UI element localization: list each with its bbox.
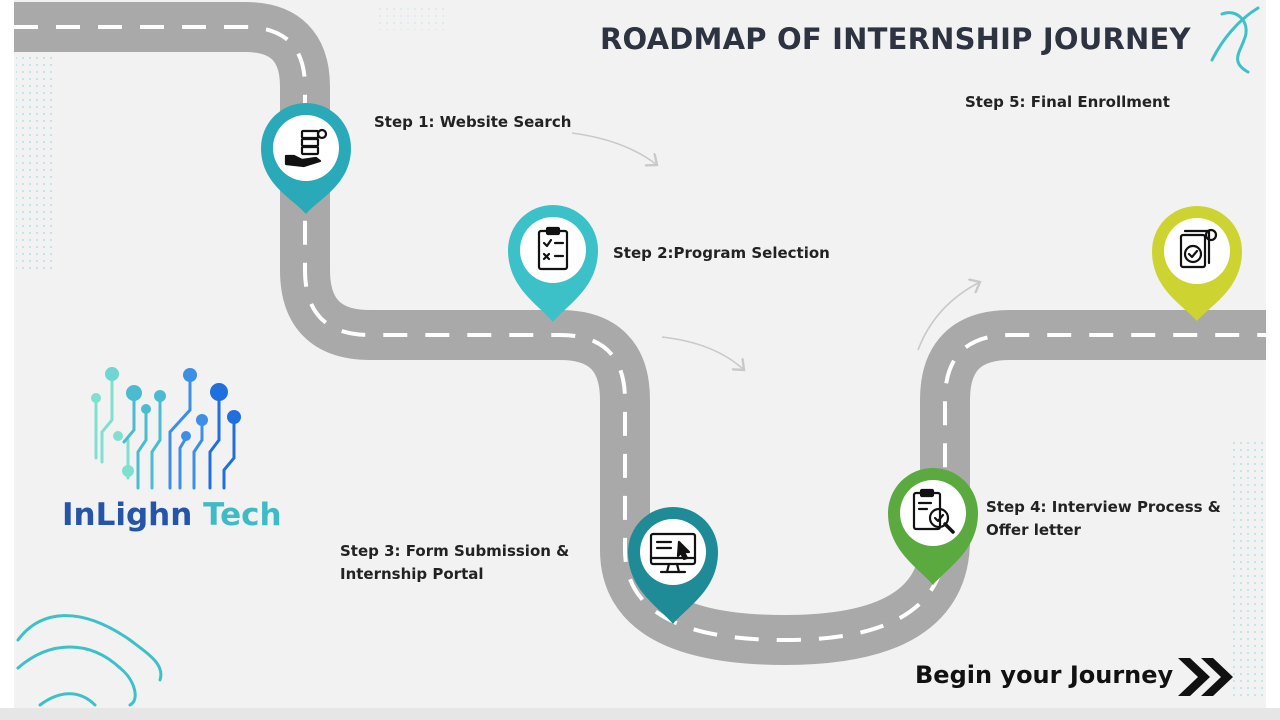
hand-server-gear-icon xyxy=(284,128,328,168)
step-2-pin xyxy=(508,205,598,322)
clipboard-magnifier-icon xyxy=(912,488,955,534)
double-chevron-right-icon xyxy=(1178,658,1233,696)
bottom-border xyxy=(0,708,1280,720)
brand-name-part-2: Tech xyxy=(203,497,282,533)
step-3-label: Step 3: Form Submission & Internship Por… xyxy=(340,542,570,583)
page-title: ROADMAP OF INTERNSHIP JOURNEY xyxy=(600,22,1191,56)
brand-name: InLighn Tech xyxy=(62,497,282,533)
step-5-pin xyxy=(1152,206,1242,321)
checklist-clipboard-icon xyxy=(537,226,569,271)
begin-journey-text: Begin your Journey xyxy=(915,661,1174,689)
step-2-label: Step 2:Program Selection xyxy=(613,244,830,262)
swirl-decoration-bottom-left xyxy=(16,614,163,707)
inlighn-tech-logo xyxy=(91,367,241,490)
step-3-pin xyxy=(628,507,718,624)
dot-pattern-top xyxy=(375,5,445,30)
curved-arrow-3 xyxy=(917,282,980,351)
step-1-label: Step 1: Website Search xyxy=(374,113,572,131)
step-4-pin xyxy=(888,468,978,585)
step-1-pin xyxy=(261,103,351,214)
left-border xyxy=(0,0,14,720)
curved-arrow-2 xyxy=(661,336,744,370)
certificate-check-gear-icon xyxy=(1179,228,1218,269)
step-5-label: Step 5: Final Enrollment xyxy=(965,93,1170,111)
brand-name-part-1: InLighn xyxy=(62,497,193,533)
swirl-decoration-top-right xyxy=(1210,6,1260,74)
dot-pattern-left xyxy=(16,55,52,270)
curved-arrow-1 xyxy=(571,132,657,165)
step-4-label: Step 4: Interview Process & Offer letter xyxy=(986,498,1221,539)
computer-monitor-cursor-icon xyxy=(649,532,697,574)
dot-pattern-right xyxy=(1232,440,1266,700)
right-border xyxy=(1266,0,1280,720)
